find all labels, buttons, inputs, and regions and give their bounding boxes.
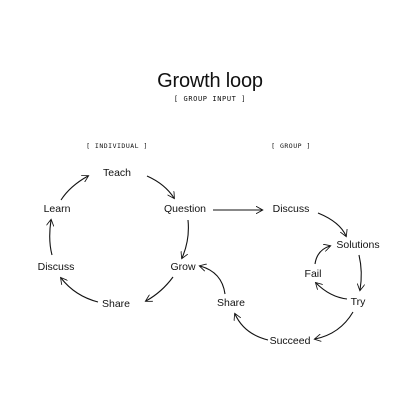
arrow-solutions-to-try	[359, 254, 361, 290]
node-solutions: Solutions	[336, 239, 380, 251]
arrow-teach-to-question	[146, 175, 174, 198]
arrow-discuss-to-solutions	[317, 212, 346, 236]
arrow-question-to-grow	[182, 219, 189, 258]
arrow-grow-to-share	[146, 276, 174, 301]
arrow-fail-to-solutions	[314, 246, 330, 265]
node-share-individual: Share	[101, 298, 131, 310]
section-label-individual: [ INDIVIDUAL ]	[86, 142, 148, 150]
node-discuss-individual: Discuss	[37, 261, 75, 273]
node-try: Try	[350, 296, 366, 308]
node-fail: Fail	[304, 268, 322, 280]
node-learn: Learn	[43, 203, 71, 215]
arrow-try-to-fail	[316, 283, 348, 300]
arrow-succeed-to-share	[235, 314, 269, 341]
node-succeed: Succeed	[269, 335, 311, 347]
arrow-learn-to-teach	[60, 176, 88, 201]
arrow-share-to-discuss	[61, 278, 99, 303]
diagram-subtitle: [ GROUP INPUT ]	[173, 95, 247, 103]
node-question: Question	[163, 203, 207, 215]
node-grow: Grow	[170, 261, 196, 273]
arrow-discuss-to-learn	[50, 220, 52, 256]
arrow-share-to-grow	[200, 266, 226, 295]
node-share-group: Share	[216, 297, 246, 309]
section-label-group: [ GROUP ]	[271, 142, 311, 150]
node-teach: Teach	[102, 167, 132, 179]
node-discuss-group: Discuss	[272, 203, 310, 215]
diagram-title: Growth loop	[157, 70, 263, 92]
arrow-try-to-succeed	[315, 311, 354, 339]
